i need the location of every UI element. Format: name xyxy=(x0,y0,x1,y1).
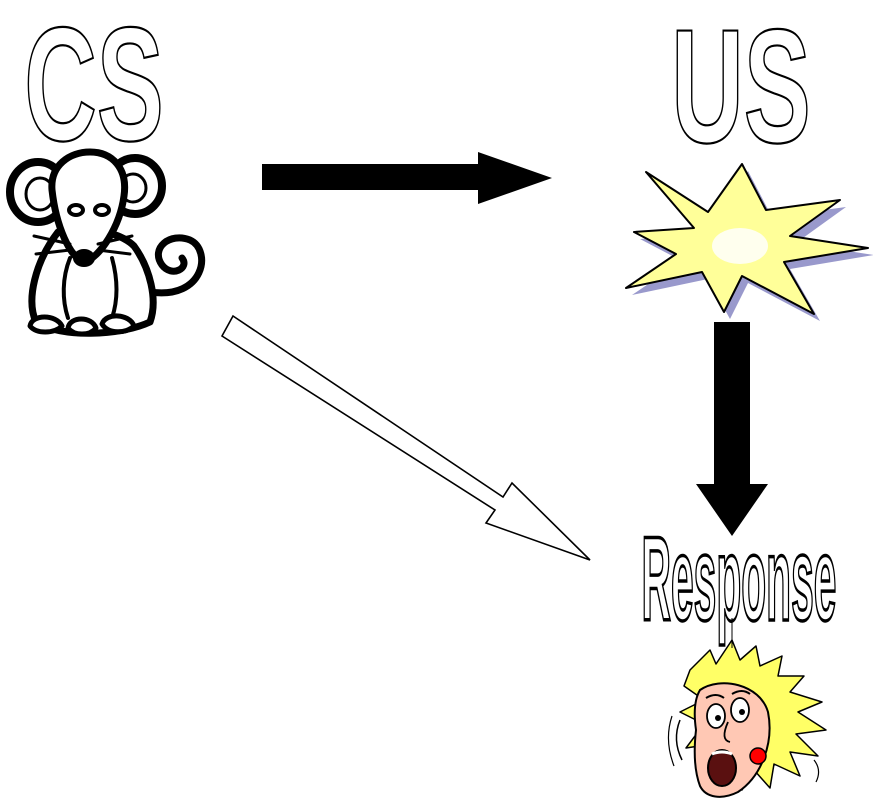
cs-label: CS xyxy=(24,0,164,175)
response-label: Response xyxy=(642,512,837,646)
cs-to-us-arrow xyxy=(262,152,552,204)
explosion-icon xyxy=(625,163,873,321)
startled-face-icon xyxy=(667,618,827,798)
us-to-response-arrow xyxy=(696,322,768,536)
mouse-icon xyxy=(6,148,206,337)
us-label: US xyxy=(671,0,811,177)
cs-to-response-arrow xyxy=(220,314,591,561)
